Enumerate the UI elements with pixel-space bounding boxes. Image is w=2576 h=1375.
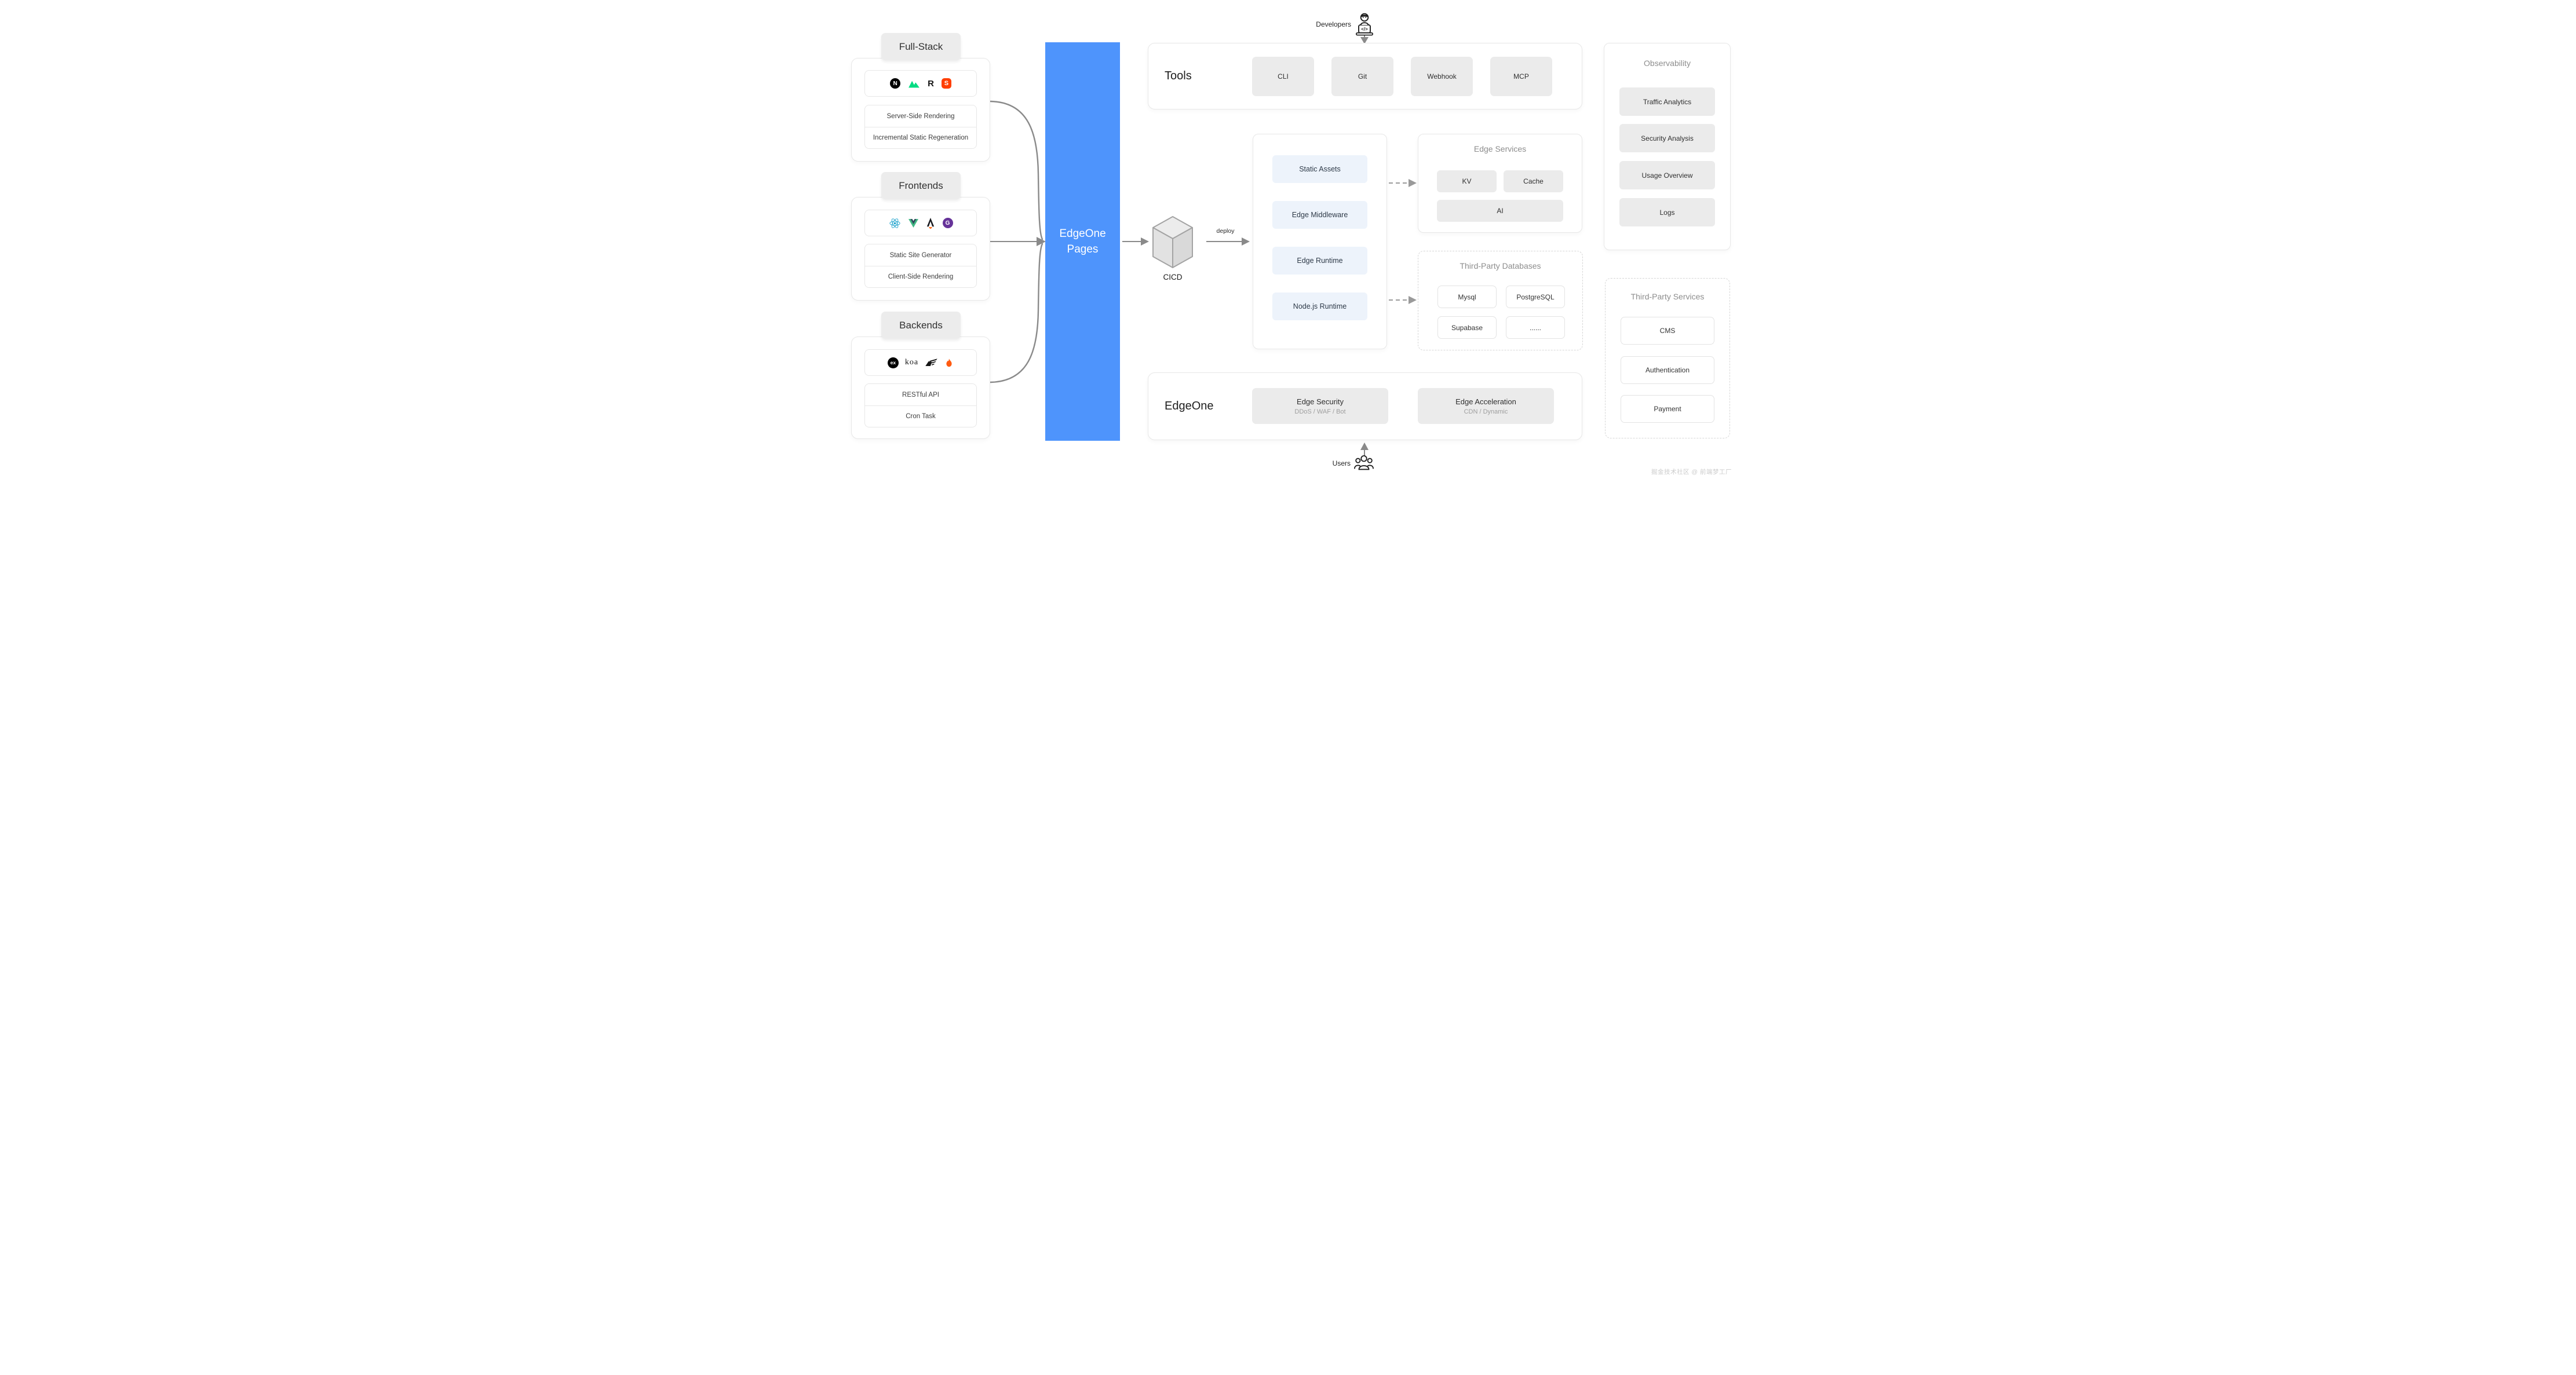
cms-button: CMS bbox=[1621, 317, 1714, 345]
svg-text:</>: </> bbox=[1361, 27, 1368, 32]
tools-title: Tools bbox=[1165, 70, 1192, 82]
edge-runtime-card: Edge Runtime bbox=[1272, 247, 1367, 275]
cache-button: Cache bbox=[1504, 170, 1563, 192]
usage-overview-button: Usage Overview bbox=[1619, 161, 1715, 189]
edgeone-pages-line2: Pages bbox=[1067, 243, 1099, 255]
list-item: Incremental Static Regeneration bbox=[865, 127, 976, 148]
vue-icon bbox=[908, 218, 918, 228]
nextjs-icon: N bbox=[890, 78, 901, 89]
list-item: Server-Side Rendering bbox=[886, 112, 955, 120]
gatsby-icon: G bbox=[942, 218, 953, 228]
list-item: Cron Task bbox=[865, 405, 976, 427]
connector-fullstack-to-pages bbox=[989, 100, 1043, 240]
edgeone-pages-line1: EdgeOne bbox=[1059, 228, 1106, 240]
developers-label: Developers bbox=[1316, 20, 1351, 28]
authentication-button: Authentication bbox=[1621, 356, 1714, 384]
tool-webhook-button: Webhook bbox=[1411, 57, 1473, 96]
kv-button: KV bbox=[1437, 170, 1497, 192]
edge-acceleration-title: Edge Acceleration bbox=[1455, 397, 1516, 406]
astro-icon bbox=[926, 217, 934, 229]
hono-icon bbox=[946, 358, 952, 367]
backends-title: Backends bbox=[881, 312, 961, 339]
traffic-analytics-button: Traffic Analytics bbox=[1619, 87, 1715, 116]
security-analysis-button: Security Analysis bbox=[1619, 124, 1715, 152]
edge-acceleration-subtitle: CDN / Dynamic bbox=[1464, 408, 1508, 415]
developer-icon: </> bbox=[1355, 13, 1374, 36]
list-item: RESTful API bbox=[902, 391, 939, 398]
edge-middleware-card: Edge Middleware bbox=[1272, 201, 1367, 229]
supabase-button: Supabase bbox=[1437, 316, 1497, 339]
frontends-icon-row: G bbox=[864, 210, 977, 236]
users-icon bbox=[1354, 455, 1374, 470]
mysql-button: Mysql bbox=[1437, 286, 1497, 308]
frontends-title: Frontends bbox=[881, 172, 961, 199]
frontends-items: Static Site Generator Client-Side Render… bbox=[864, 244, 977, 288]
fullstack-icon-row: N R S bbox=[864, 70, 977, 97]
svelte-icon: S bbox=[941, 78, 951, 89]
koa-icon: koa bbox=[904, 358, 919, 367]
users-label: Users bbox=[1332, 459, 1351, 467]
nodejs-runtime-card: Node.js Runtime bbox=[1272, 292, 1367, 320]
payment-button: Payment bbox=[1621, 395, 1714, 423]
edgeone-title: EdgeOne bbox=[1165, 400, 1214, 412]
edge-services-title: Edge Services bbox=[1473, 144, 1527, 153]
fullstack-title: Full-Stack bbox=[881, 33, 961, 60]
arrowhead-users bbox=[1360, 443, 1369, 450]
edge-security-card: Edge Security DDoS / WAF / Bot bbox=[1252, 388, 1388, 424]
edge-security-title: Edge Security bbox=[1297, 397, 1344, 406]
tool-git-button: Git bbox=[1331, 57, 1393, 96]
connector-backends-to-pages bbox=[989, 243, 1043, 383]
cicd-cube-icon bbox=[1152, 216, 1193, 268]
cicd-label: CICD bbox=[1163, 273, 1183, 281]
backends-items: RESTful API Cron Task bbox=[864, 383, 977, 427]
edge-security-subtitle: DDoS / WAF / Bot bbox=[1294, 408, 1346, 415]
arrowhead-into-cicd bbox=[1141, 237, 1149, 246]
more-databases-button: ...... bbox=[1506, 316, 1565, 339]
list-item: Static Site Generator bbox=[889, 251, 952, 259]
edge-acceleration-card: Edge Acceleration CDN / Dynamic bbox=[1418, 388, 1554, 424]
architecture-diagram: Developers </> Full-Stack N R S Server-S… bbox=[837, 0, 1739, 481]
express-icon: ex bbox=[887, 357, 899, 368]
third-party-services-title: Third-Party Services bbox=[1630, 292, 1705, 301]
observability-title: Observability bbox=[1644, 58, 1691, 68]
watermark: 掘金技术社区 @ 前端梦工厂 bbox=[1651, 469, 1732, 476]
arrowhead-into-pages bbox=[1037, 237, 1046, 246]
tool-cli-button: CLI bbox=[1252, 57, 1314, 96]
deploy-label: deploy bbox=[1216, 228, 1235, 235]
arrowhead-developers bbox=[1360, 37, 1369, 44]
react-icon bbox=[889, 218, 900, 228]
postgresql-button: PostgreSQL bbox=[1506, 286, 1565, 308]
tool-mcp-button: MCP bbox=[1490, 57, 1552, 96]
third-party-databases-title: Third-Party Databases bbox=[1460, 261, 1541, 270]
arrowhead-deploy bbox=[1242, 237, 1250, 246]
list-item: Client-Side Rendering bbox=[865, 266, 976, 287]
fullstack-items: Server-Side Rendering Incremental Static… bbox=[864, 105, 977, 149]
backends-icon-row: ex koa bbox=[864, 349, 977, 376]
remix-icon: R bbox=[928, 78, 934, 89]
arrowhead-databases bbox=[1409, 296, 1417, 304]
logs-button: Logs bbox=[1619, 198, 1715, 226]
fastify-icon bbox=[925, 358, 937, 366]
edgeone-pages-box: EdgeOne Pages bbox=[1045, 42, 1120, 441]
ai-button: AI bbox=[1437, 200, 1563, 222]
static-assets-card: Static Assets bbox=[1272, 155, 1367, 183]
nuxt-icon bbox=[908, 81, 920, 87]
arrowhead-edge-services bbox=[1409, 179, 1417, 187]
